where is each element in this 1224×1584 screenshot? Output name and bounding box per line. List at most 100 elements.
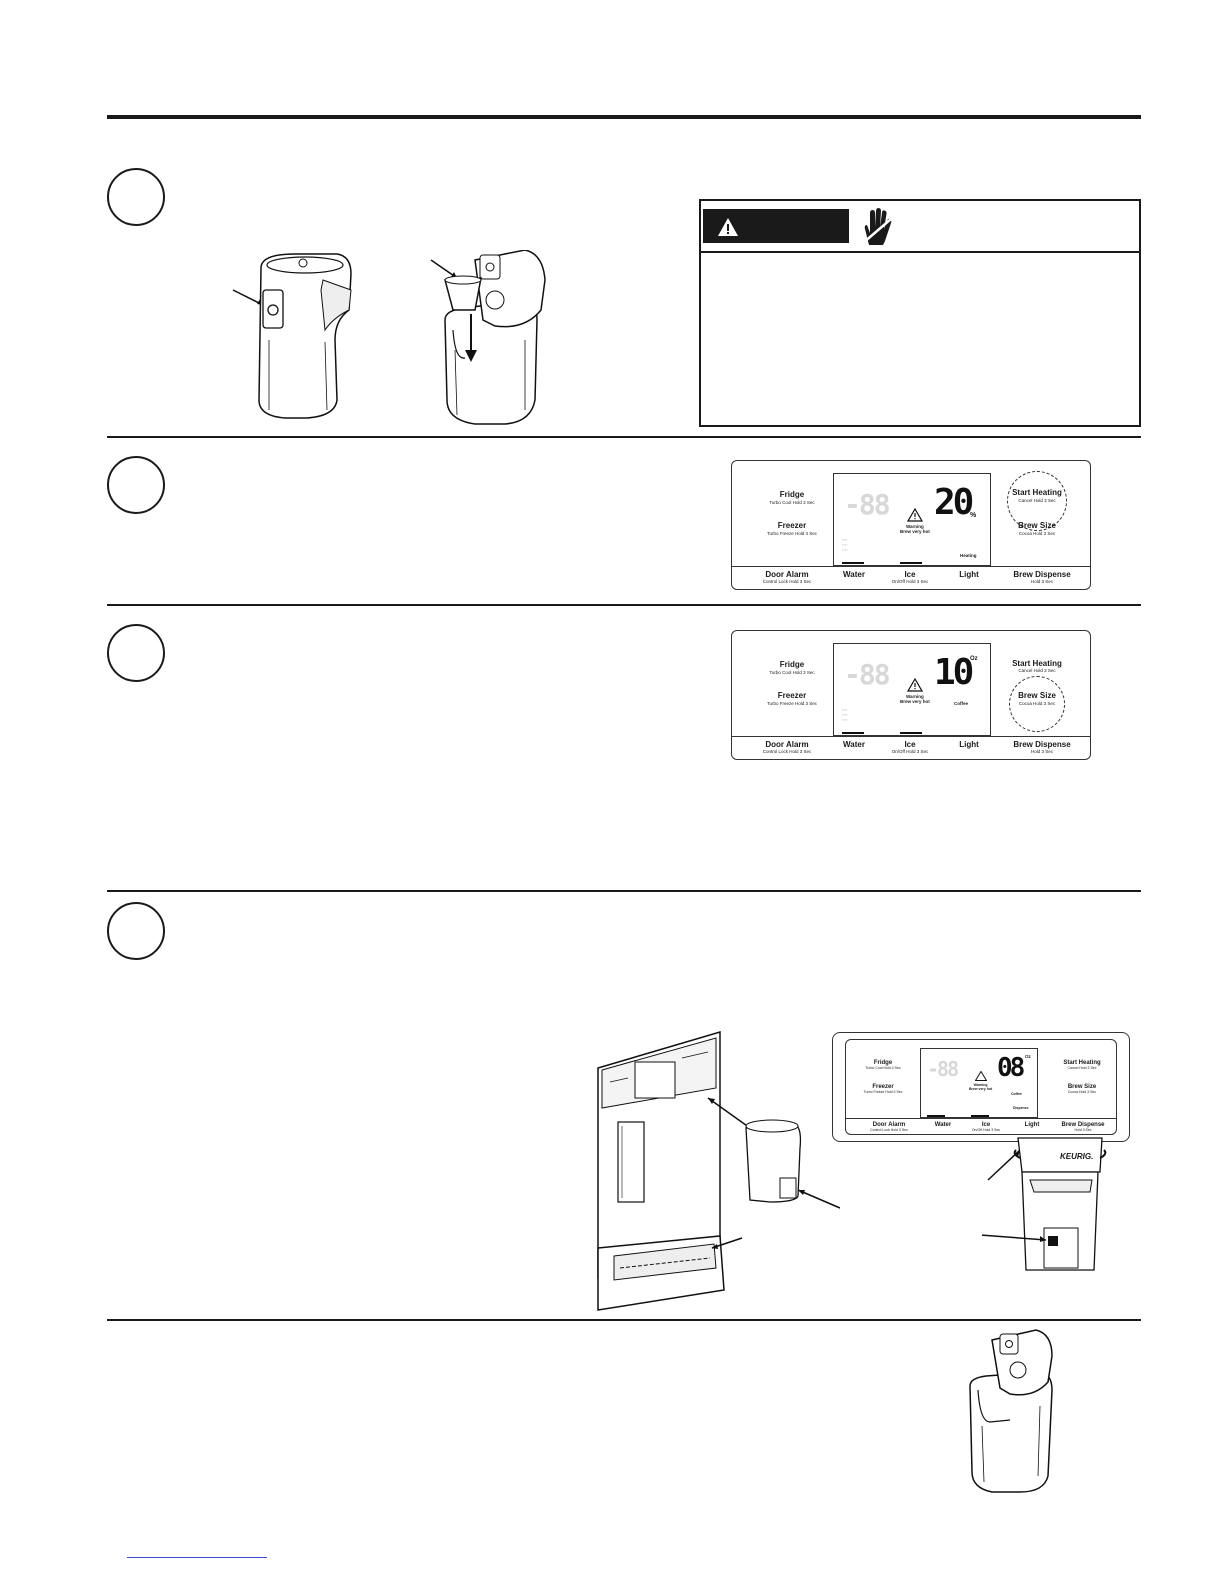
door-alarm-sub: Control Lock Hold 3 Sec [762,579,812,584]
door-alarm-sub: Control Lock Hold 3 Sec [870,1128,908,1132]
start-heating-button[interactable]: Start Heating [1012,659,1062,668]
brew-size-button[interactable]: Brew Size [1018,691,1056,700]
fridge-button[interactable]: Fridge [873,1060,893,1066]
step-1-circle [107,168,165,226]
step-3-circle [107,624,165,682]
start-heating-sub: Cancel Hold 3 Sec [1067,1066,1097,1070]
door-alarm-button[interactable]: Door Alarm [765,740,809,749]
warning-triangle-icon [975,1071,987,1081]
freezer-sub: Turbo Freeze Hold 3 Sec [766,531,818,536]
ghost-labels-left: ▪▪▪▪▪▪▪▪▪▪▪▪ [842,707,848,722]
control-panel-heating: -88 Warning Brew very hot 20 % Heating ▪… [731,460,1091,590]
freezer-button[interactable]: Freezer [777,521,807,530]
ice-button[interactable]: Ice [904,570,916,579]
display-value: 20 [934,482,974,523]
brew-dispense-button[interactable]: Brew Dispense [1061,1122,1105,1128]
temp-ghost-digits: -88 [927,1057,959,1081]
rule-step-2 [107,436,1141,438]
freezer-button[interactable]: Freezer [872,1084,894,1090]
control-panel-brew-size: -88 Warning Brew very hot 10 Oz Coffee ▪… [731,630,1091,760]
panel-inner: -88 Warning Brew very hot 08 Oz Coffee D… [845,1039,1117,1135]
start-heating-button[interactable]: Start Heating [1063,1060,1101,1066]
water-button[interactable]: Water [843,740,865,749]
footer-link-underline[interactable] [127,1557,267,1558]
ice-sub: On/Off Hold 3 Sec [891,579,929,584]
brew-size-button[interactable]: Brew Size [1018,521,1056,530]
brew-size-sub: Cocoa Hold 3 Sec [1018,531,1056,536]
highlight-circle [1007,471,1067,531]
water-button[interactable]: Water [934,1122,952,1128]
warning-triangle-icon [907,678,923,692]
light-button[interactable]: Light [959,570,979,579]
step-4-circle [107,902,165,960]
panel-display: -88 Warning Brew very hot 10 Oz Coffee ▪… [833,643,991,736]
warning-header [701,201,1139,253]
temp-ghost-digits: -88 [844,658,891,691]
top-rule [107,115,1141,119]
warning-triangle-icon [718,218,738,236]
panel-divider [732,566,1090,567]
step-2-circle [107,456,165,514]
light-button[interactable]: Light [1024,1122,1040,1128]
rule-step-5 [107,1319,1141,1321]
display-value: 08 [997,1053,1025,1083]
freezer-sub: Turbo Freeze Hold 3 Sec [766,701,818,706]
display-bar-mid [900,732,922,734]
door-alarm-sub: Control Lock Hold 3 Sec [762,749,812,754]
highlight-circle [1009,676,1065,732]
display-status: Coffee [1011,1092,1022,1096]
fridge-sub: Turbo Cool Hold 3 Sec [865,1066,901,1070]
display-unit: Oz [970,656,978,662]
control-panel-dispense: -88 Warning Brew very hot 08 Oz Coffee D… [832,1032,1130,1142]
brand-logo: KEURIG. [1060,1152,1094,1161]
display-bar-left [842,732,864,734]
panel-display: -88 Warning Brew very hot 20 % Heating ▪… [833,473,991,566]
start-heating-sub: Cancel Hold 3 Sec [1018,498,1056,503]
start-heating-button[interactable]: Start Heating [1012,488,1062,497]
temp-ghost-digits: -88 [844,488,891,521]
rule-step-3 [107,604,1141,606]
brew-dispense-sub: Hold 3 Sec [1074,1128,1092,1132]
brewer-open-pod-illustration [430,250,546,425]
light-button[interactable]: Light [959,740,979,749]
brew-dispense-sub: Hold 3 Sec [1030,749,1053,754]
display-status-2: Dispense [1013,1106,1029,1110]
ice-button[interactable]: Ice [904,740,916,749]
brew-size-button[interactable]: Brew Size [1067,1084,1097,1090]
ice-sub: On/Off Hold 3 Sec [891,749,929,754]
panel-divider [732,736,1090,737]
brew-size-sub: Cocoa Hold 3 Sec [1018,701,1056,706]
display-unit: Oz [1025,1054,1031,1059]
display-status: Heating [960,553,977,558]
warning-box [699,199,1141,427]
brew-size-sub: Cocoa Hold 3 Sec [1067,1090,1097,1094]
water-button[interactable]: Water [843,570,865,579]
fridge-button[interactable]: Fridge [779,660,805,669]
brewer-closed-illustration [232,253,352,419]
display-unit: % [970,512,977,519]
warning-label-bar [703,209,849,243]
panel-divider [846,1118,1116,1119]
dispenser-install-illustration [597,1030,840,1311]
warning-triangle-icon [907,508,923,522]
brew-dispense-button[interactable]: Brew Dispense [1013,740,1071,749]
freezer-button[interactable]: Freezer [777,691,807,700]
ice-button[interactable]: Ice [981,1122,991,1128]
door-alarm-button[interactable]: Door Alarm [765,570,809,579]
panel-display: -88 Warning Brew very hot 08 Oz Coffee D… [920,1048,1038,1118]
display-value: 10 [934,652,974,693]
brew-dispense-button[interactable]: Brew Dispense [1013,570,1071,579]
display-status: Coffee [954,701,969,706]
ice-sub: On/Off Hold 3 Sec [971,1128,1001,1132]
display-warning-text: Warning Brew very hot [900,694,930,705]
door-alarm-button[interactable]: Door Alarm [872,1122,906,1128]
display-bar-mid [971,1115,989,1117]
start-heating-sub: Cancel Hold 3 Sec [1018,668,1056,673]
freezer-sub: Turbo Freeze Hold 3 Sec [863,1090,903,1094]
brew-dispense-sub: Hold 3 Sec [1030,579,1053,584]
closeup-illustration: -88 Warning Brew very hot 08 Oz Coffee D… [832,1032,1132,1278]
display-bar-mid [900,562,922,564]
fridge-button[interactable]: Fridge [779,490,805,499]
display-warning-text: Warning Brew very hot [900,524,930,535]
brewer-open-empty-illustration [969,1329,1053,1493]
